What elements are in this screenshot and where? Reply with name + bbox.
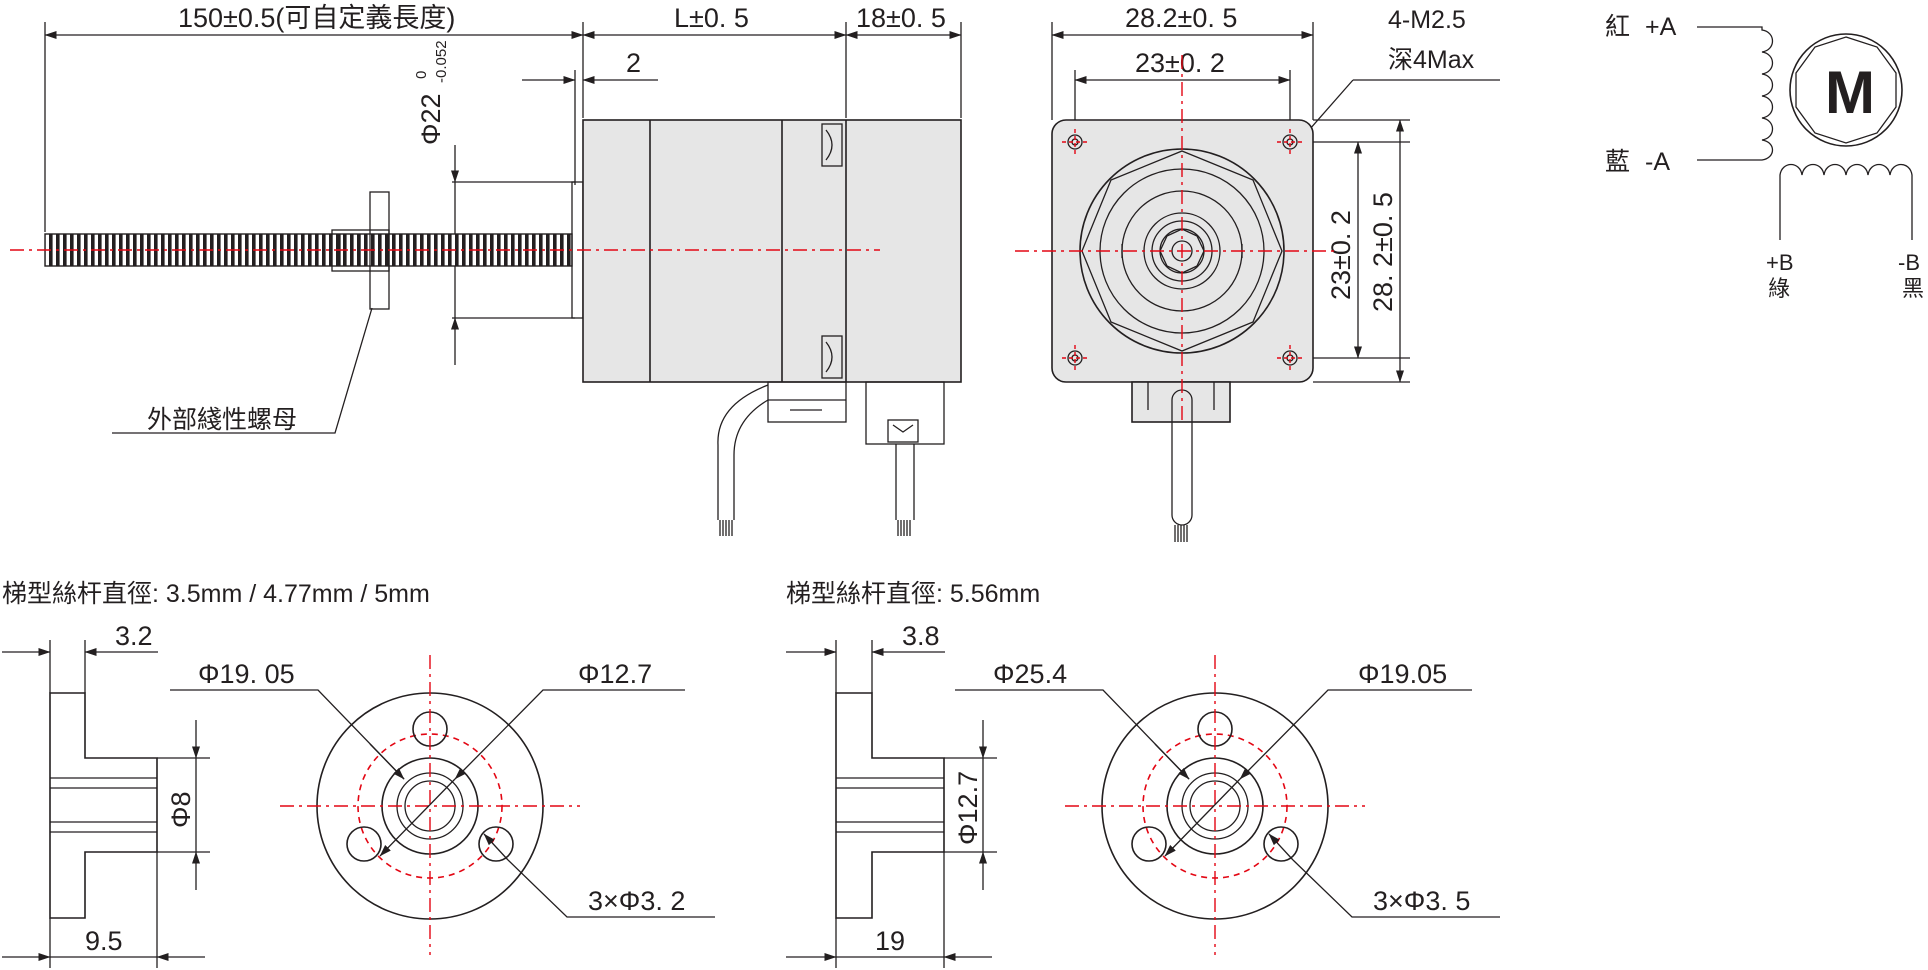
b-minus-color: 黑: [1902, 276, 1924, 301]
nut-large-outer-label: Φ25.4: [993, 659, 1067, 689]
side-view: 150±0.5(可自定義長度) L±0. 5 18±0. 5 2 Φ22 0 -…: [10, 3, 962, 536]
motor-length-label: L±0. 5: [674, 3, 749, 33]
nut-large-length-label: 19: [875, 926, 905, 956]
nut-small-flange-label: 3.2: [115, 621, 153, 651]
diameter-label: Φ22: [416, 93, 446, 145]
rear-length-label: 18±0. 5: [856, 3, 946, 33]
motor-body: [582, 119, 962, 383]
b-plus-color: 綠: [1768, 276, 1790, 301]
nut-large-bore-label: Φ12.7: [953, 771, 983, 845]
motor-symbol-letter: M: [1825, 59, 1875, 126]
nut-small-caption: 梯型絲杆直徑: 3.5mm / 4.77mm / 5mm: [2, 580, 430, 608]
spacer-label: 2: [626, 48, 641, 78]
diameter-tol-upper: 0: [413, 71, 430, 79]
front-width-label: 28.2±0. 5: [1125, 3, 1237, 33]
screw-label: 4-M2.5: [1388, 6, 1466, 34]
front-height-label: 28. 2±0. 5: [1368, 192, 1398, 312]
nut-small-bore-label: Φ8: [166, 791, 196, 828]
wiring-diagram: 紅 +A 藍 -A M +B 綠 -B 黑: [1605, 13, 1924, 301]
nut-large: 梯型絲杆直徑: 5.56mm 3.8 Φ12.7 19: [786, 580, 1500, 968]
nut-large-holes-label: 3×Φ3. 5: [1373, 886, 1470, 916]
nut-small-outer-label: Φ19. 05: [198, 659, 295, 689]
wire-ends-right: [897, 520, 911, 536]
front-hole-spacing-label: 23±0. 2: [1135, 48, 1225, 78]
a-plus-label: +A: [1645, 13, 1677, 41]
screw-depth-label: 深4Max: [1388, 46, 1475, 74]
nut-small-length-label: 9.5: [85, 926, 123, 956]
total-length-label: 150±0.5(可自定義長度): [178, 3, 455, 33]
diameter-tol-lower: -0.052: [433, 40, 450, 83]
nut-large-flange-label: 3.8: [902, 621, 940, 651]
nut-small-pcd-label: Φ12.7: [578, 659, 652, 689]
a-minus-color: 藍: [1605, 148, 1630, 176]
nut-small-holes-label: 3×Φ3. 2: [588, 886, 685, 916]
a-plus-color: 紅: [1605, 13, 1630, 41]
b-plus-label: +B: [1766, 250, 1794, 275]
a-minus-label: -A: [1645, 148, 1670, 176]
nut-callout: 外部綫性螺母: [147, 406, 297, 434]
b-minus-label: -B: [1898, 250, 1920, 275]
front-view: 28.2±0. 5 23±0. 2 4-M2.5 深4Max 23±0. 2 2…: [1015, 3, 1500, 542]
nut-small: 梯型絲杆直徑: 3.5mm / 4.77mm / 5mm 3.2 Φ8 9.5: [2, 580, 715, 968]
front-vertical-hole-label: 23±0. 2: [1326, 210, 1356, 300]
motor-symbol: [1789, 33, 1903, 147]
wire-ends-left: [719, 520, 733, 536]
nut-large-caption: 梯型絲杆直徑: 5.56mm: [786, 580, 1040, 608]
nut-large-pcd-label: Φ19.05: [1358, 659, 1447, 689]
